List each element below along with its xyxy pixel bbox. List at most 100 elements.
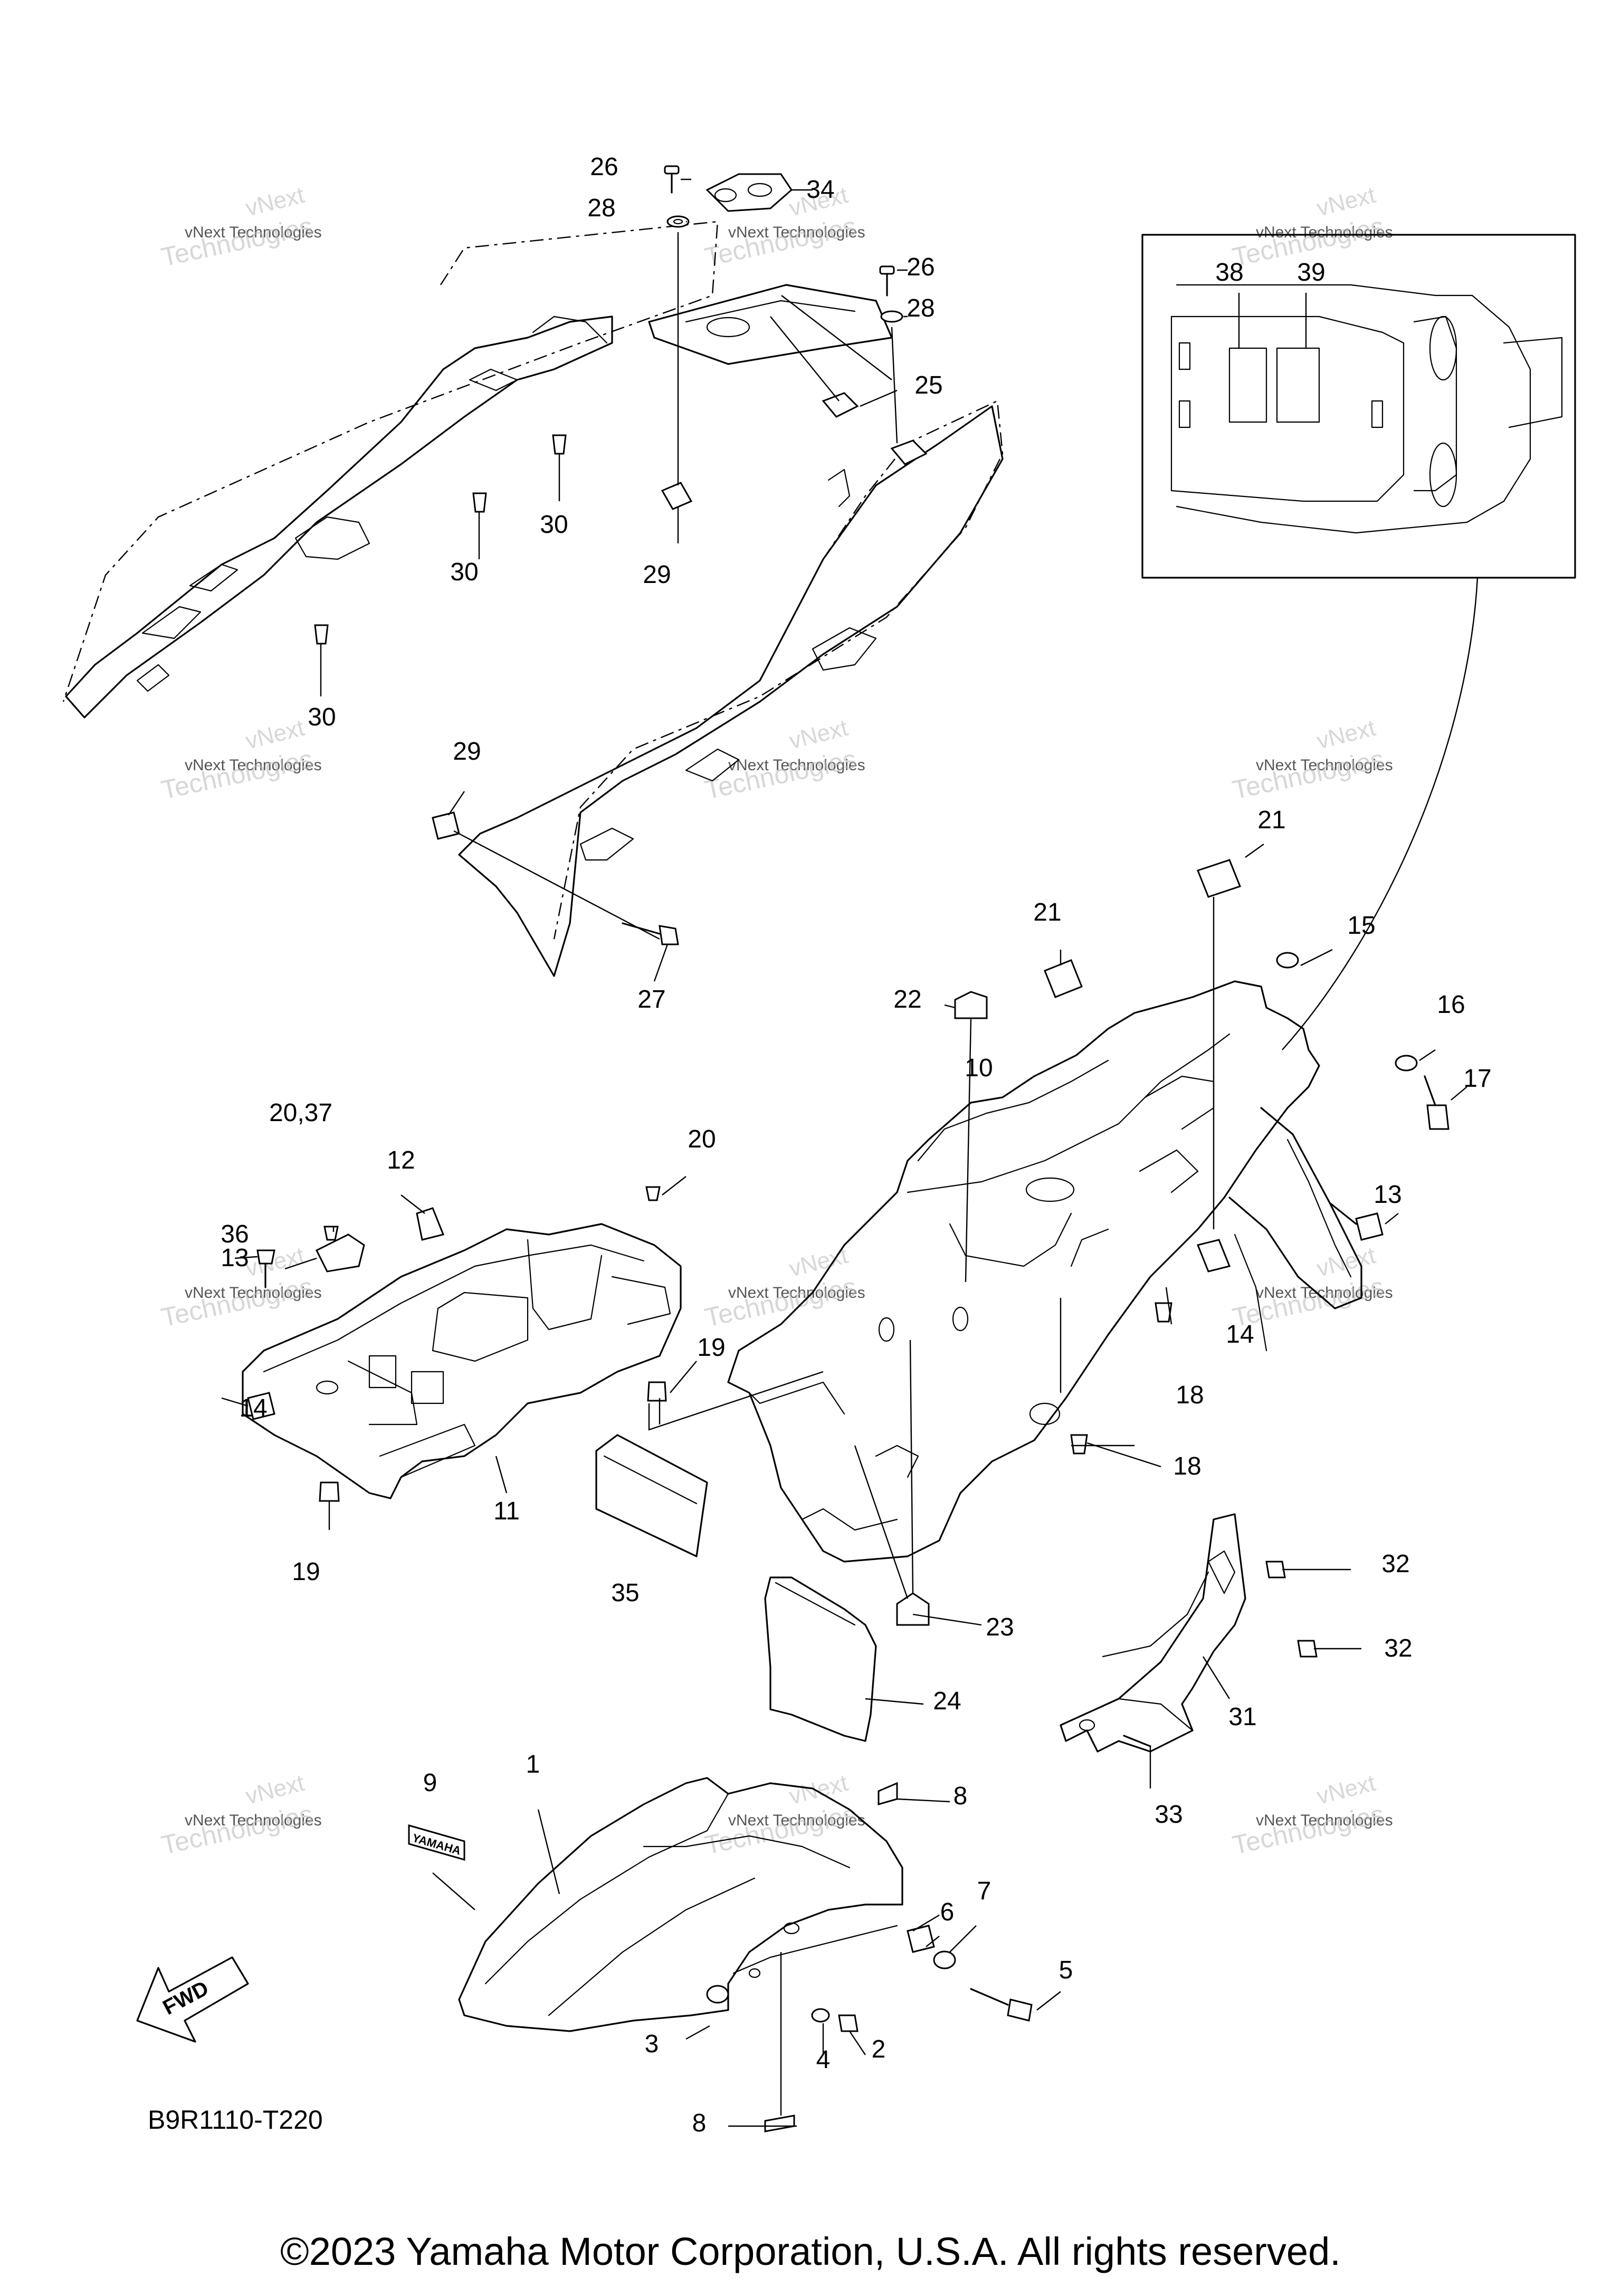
upper-leaders <box>320 178 908 982</box>
callout-9: 9 <box>423 1769 437 1797</box>
callout-14: 14 <box>1226 1321 1254 1348</box>
callout-29: 29 <box>453 738 481 766</box>
callout-7: 7 <box>977 1877 991 1905</box>
callout-4: 4 <box>816 2046 831 2074</box>
callout-25: 25 <box>914 371 942 399</box>
seat-rail-cover-left <box>62 221 719 719</box>
watermark-line2: vNext Technologies <box>185 757 322 774</box>
watermark-line3: Technologies <box>159 211 316 272</box>
callout-17: 17 <box>1463 1065 1491 1093</box>
callout-34: 34 <box>806 176 834 204</box>
callout-11: 11 <box>493 1497 520 1525</box>
watermark-line3: Technologies <box>159 1271 316 1332</box>
callout-31: 31 <box>1228 1703 1256 1731</box>
watermark-line3: Technologies <box>1230 744 1387 805</box>
battery-sheet <box>595 1434 708 1557</box>
callout-8: 8 <box>953 1782 968 1810</box>
watermark-line3: Technologies <box>702 1799 859 1860</box>
yamaha-emblem: YAMAHA <box>408 1824 465 1861</box>
watermark-line3: Technologies <box>702 211 859 272</box>
callout-15: 15 <box>1347 912 1375 940</box>
callout-27: 27 <box>637 986 665 1013</box>
callout-13: 13 <box>221 1244 249 1272</box>
callout-23: 23 <box>986 1613 1014 1641</box>
callout-19: 19 <box>697 1334 725 1362</box>
callout-33: 33 <box>1155 1801 1183 1829</box>
chain-guard <box>1060 1513 1246 1753</box>
callout-26: 26 <box>590 153 618 181</box>
callout-24: 24 <box>933 1687 961 1715</box>
callout-21: 21 <box>1033 898 1061 926</box>
callout-30: 30 <box>450 558 478 586</box>
front-fender <box>458 1777 903 2032</box>
watermark-line2: vNext Technologies <box>1256 224 1393 241</box>
copyright-notice: ©2023 Yamaha Motor Corporation, U.S.A. A… <box>280 2230 1341 2273</box>
callout-1: 1 <box>526 1750 540 1778</box>
callout-14: 14 <box>239 1394 267 1422</box>
watermark-line2: vNext Technologies <box>728 224 865 241</box>
watermark-line2: vNext Technologies <box>1256 757 1393 774</box>
callout-21: 21 <box>1257 806 1285 834</box>
callout-29: 29 <box>643 561 671 589</box>
callout-35: 35 <box>611 1579 639 1607</box>
callout-8: 8 <box>692 2109 707 2137</box>
callout-19: 19 <box>292 1558 320 1586</box>
lower-fasteners <box>247 859 1450 2132</box>
callout-22: 22 <box>893 986 921 1013</box>
callout-layer: 1234567889101112131314141516171818191920… <box>221 153 1491 2137</box>
callout-2: 2 <box>872 2035 886 2063</box>
watermark-line2: vNext Technologies <box>185 224 322 241</box>
fwd-arrow-icon: FWD <box>136 1956 249 2043</box>
seat-rail-cover-right <box>458 400 1004 977</box>
lower-leaders <box>221 844 1467 2127</box>
callout-16: 16 <box>1437 991 1465 1019</box>
callout-18: 18 <box>1176 1381 1204 1409</box>
callout-20-37: 20,37 <box>269 1099 332 1127</box>
mud-flap <box>764 1576 877 1742</box>
callout-28: 28 <box>907 294 935 322</box>
callout-13: 13 <box>1374 1181 1401 1209</box>
watermark-line3: Technologies <box>1230 1799 1387 1860</box>
upper-fasteners <box>314 165 928 945</box>
callout-32: 32 <box>1381 1550 1409 1578</box>
callout-32: 32 <box>1384 1634 1412 1662</box>
diagram-part-code: B9R1110-T220 <box>148 2105 323 2135</box>
callout-12: 12 <box>387 1146 415 1174</box>
watermark-line2: vNext Technologies <box>185 1284 322 1302</box>
rear-fender <box>727 980 1362 1563</box>
callout-6: 6 <box>940 1898 955 1926</box>
watermark-line3: Technologies <box>159 1799 316 1860</box>
callout-30: 30 <box>308 703 336 731</box>
callout-28: 28 <box>587 194 615 222</box>
callout-30: 30 <box>540 511 568 539</box>
watermark-line3: Technologies <box>702 1271 859 1332</box>
callout-39: 39 <box>1297 259 1325 286</box>
watermark-line2: vNext Technologies <box>1256 1812 1393 1829</box>
callout-18: 18 <box>1173 1452 1201 1480</box>
watermark-line2: vNext Technologies <box>728 1812 865 1829</box>
callout-10: 10 <box>965 1054 993 1082</box>
inset-detail <box>1141 234 1576 1050</box>
watermark-line3: Technologies <box>159 744 316 805</box>
callout-36: 36 <box>221 1220 249 1248</box>
callout-38: 38 <box>1215 259 1243 286</box>
watermark-line2: vNext Technologies <box>185 1812 322 1829</box>
center-bracket <box>648 284 893 365</box>
watermark-line2: vNext Technologies <box>728 757 865 774</box>
callout-20: 20 <box>688 1125 716 1153</box>
battery-box <box>242 1223 682 1499</box>
callout-26: 26 <box>907 253 935 281</box>
callout-3: 3 <box>645 2030 659 2058</box>
watermark-line2: vNext Technologies <box>728 1284 865 1302</box>
callout-5: 5 <box>1059 1956 1073 1984</box>
